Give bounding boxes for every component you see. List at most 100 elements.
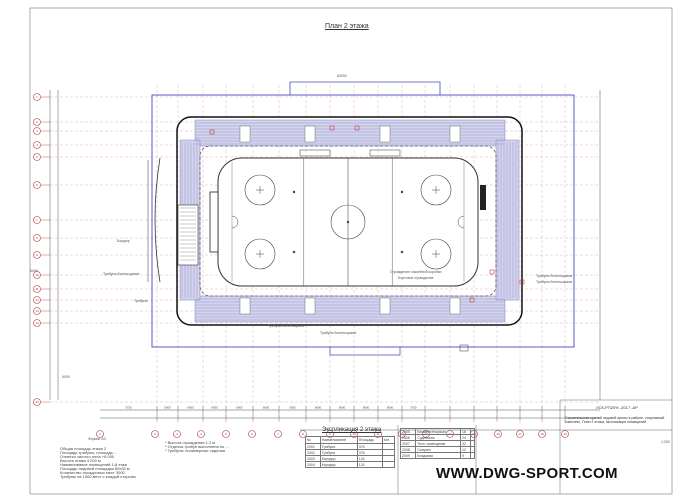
- axis-label-row: 3: [36, 129, 38, 133]
- dimension-text: 6000: [211, 406, 218, 410]
- building-contour: [151, 94, 575, 348]
- axis-bubble-col: [248, 430, 256, 438]
- dimension-text: 3750: [410, 406, 417, 410]
- drawing-scale: 1:200: [661, 440, 670, 444]
- axis-label-row: 11: [35, 287, 38, 291]
- axis-label-col: 2: [154, 432, 156, 436]
- note-line: Количество посадочных мест 3000: [60, 470, 125, 475]
- east-scoreboard: [480, 185, 486, 210]
- axis-bubble-row: [33, 296, 41, 304]
- axis-label-col: 3: [176, 432, 178, 436]
- axis-bubble-row: [33, 141, 41, 149]
- players-bench: [369, 149, 401, 157]
- center-notes: * Высота ограждения 1.2 м * Отделка триб…: [165, 441, 229, 453]
- faceoff-circle: [244, 174, 276, 206]
- top-projection: [289, 81, 441, 95]
- table-header-cell: №: [305, 436, 321, 444]
- players-bench: [299, 149, 331, 157]
- axis-bubble-col: [274, 430, 282, 438]
- dimension-text: 6000: [289, 406, 296, 410]
- note-line: Площадь ледовой площадки 60х30 м: [60, 466, 130, 471]
- table-header-cell: Площадь: [356, 436, 383, 444]
- red-marker: [209, 129, 215, 135]
- stair-block: [239, 125, 251, 143]
- axis-bubble-col: [222, 430, 230, 438]
- drawing-code: ЛСК-РП20% -2017 -АР: [596, 405, 638, 410]
- note-line: Общая площадь этажа 2: [60, 446, 107, 451]
- table-cell: 9: [460, 452, 471, 459]
- note-line: Высота этажа 4.200 м: [60, 458, 101, 463]
- red-marker: [489, 269, 495, 275]
- dimension-text: 6000: [315, 406, 322, 410]
- note-line: Наименование помещений 1-й этаж: [60, 462, 128, 467]
- axis-bubble-row: [33, 234, 41, 242]
- east-stand: [495, 139, 520, 301]
- west-inner-wall: [209, 191, 219, 253]
- dimension-text: 6000: [363, 406, 370, 410]
- callout-left-low: Трибуна болельщиков: [103, 272, 140, 276]
- axis-bubble-col: [197, 430, 205, 438]
- stair-block: [239, 297, 251, 315]
- faceoff-dot: [292, 250, 296, 254]
- note-line: * Высота ограждения 1.2 м: [165, 440, 216, 445]
- center-circle: [330, 204, 366, 240]
- dimension-bottom-main: 6000: [62, 375, 70, 379]
- callout-right-top: Трибуна болельщиков: [536, 274, 573, 278]
- axis-label-col: 6: [251, 432, 253, 436]
- stair-block: [304, 125, 316, 143]
- axis-label-row: 2: [36, 120, 38, 124]
- axis-label-row: 6: [36, 183, 38, 187]
- stamp-label: Формат А3: [88, 437, 106, 441]
- axis-bubble-row: [33, 93, 41, 101]
- callout-bottom-b: Трибуна болельщиков: [320, 331, 357, 335]
- axis-label-col: 7: [277, 432, 279, 436]
- axis-label-col: 16: [496, 432, 500, 436]
- axis-label-row: 8: [36, 236, 38, 240]
- center-dot: [346, 220, 350, 224]
- faceoff-circle: [420, 238, 452, 270]
- axis-label-row: 14: [35, 321, 39, 325]
- stair-block: [379, 297, 391, 315]
- axis-label-col: 9: [329, 432, 331, 436]
- axis-label-row: 10: [35, 273, 39, 277]
- callout-ice-fence: Ограждение хоккейной коробки: [390, 270, 442, 274]
- axis-bubble-col: [516, 430, 524, 438]
- red-marker: [329, 125, 335, 131]
- table-cell: Кладовая: [415, 452, 462, 459]
- red-marker: [469, 297, 475, 303]
- table-cell: [469, 452, 476, 459]
- axis-label-col: 4: [200, 432, 202, 436]
- axis-bubble-row: [33, 251, 41, 259]
- axis-bubble-row: [33, 118, 41, 126]
- drawing-description: Строительство крытой ледовой арены в рай…: [565, 416, 665, 425]
- axis-label-col: 19: [563, 432, 567, 436]
- explication-title: Экспликация 2 этажа: [322, 427, 382, 433]
- axis-bubble-col: [96, 430, 104, 438]
- dimension-text: 6000: [187, 406, 194, 410]
- note-line: Трибуны на 1500 мест с каждой стороны: [60, 474, 136, 479]
- callout-left-top: Бордюр: [117, 239, 130, 243]
- note-line: Отметка чистого пола +6.000: [60, 454, 115, 459]
- note-line: * Трибуна: полимерные сиденья: [165, 448, 225, 453]
- faceoff-dot: [400, 190, 404, 194]
- axis-label-col: 5: [225, 432, 227, 436]
- axis-label-col: 10: [352, 432, 356, 436]
- axis-label-row: 15: [35, 400, 39, 404]
- axis-label-row: 1: [36, 95, 38, 99]
- axis-label-col: 17: [518, 432, 522, 436]
- corridor-line: [199, 145, 497, 297]
- axis-label-col: 1: [99, 432, 101, 436]
- axis-bubble-col: [299, 430, 307, 438]
- note-line: * Отделка трибун выполнена по ...: [165, 444, 229, 449]
- axis-bubble-row: [33, 271, 41, 279]
- axis-bubble-row: [33, 307, 41, 315]
- axis-label-row: 4: [36, 143, 38, 147]
- red-marker: [519, 279, 525, 285]
